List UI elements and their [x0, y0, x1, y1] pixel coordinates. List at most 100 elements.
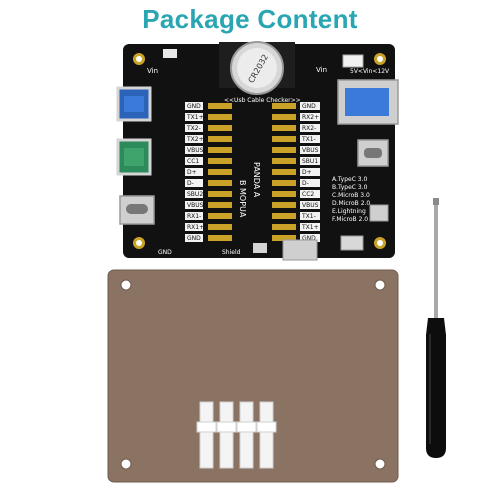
pin-pad-right: [300, 135, 320, 143]
led-pad: [272, 147, 296, 153]
pin-label-right: D+: [302, 169, 312, 176]
led-pad: [208, 147, 232, 153]
pin-pad-right: [300, 113, 320, 121]
led-pad: [272, 169, 296, 175]
pin-label-right: RX2-: [302, 125, 316, 132]
pin-label-left: SBU2: [187, 191, 203, 198]
led-column-left: [208, 103, 232, 241]
pin-pad-left: [185, 157, 203, 165]
bottom-shield-label: Shield: [222, 249, 241, 256]
pin-label-left: D+: [187, 169, 197, 176]
coin-battery: CR2032: [219, 41, 295, 95]
pin-label-right: TX1+: [301, 224, 319, 231]
led-pad: [272, 202, 296, 208]
led-pad: [208, 103, 232, 109]
pin-label-right: GND: [302, 103, 316, 110]
led-pad: [208, 191, 232, 197]
led-pad: [208, 114, 232, 120]
usb-port-right-mid: [357, 139, 389, 167]
led-pad: [272, 224, 296, 230]
pin-pad-left: [185, 234, 203, 242]
pin-label-left: TX1+: [186, 114, 204, 121]
pin-pad-right: [300, 212, 320, 220]
pin-pad-right: [300, 190, 320, 198]
led-pad: [272, 103, 296, 109]
pcb-board: CR2032 Vin Vin 5V<Vin<12V <<Usb Cable Ch…: [116, 41, 399, 261]
acrylic-base-plate: [107, 269, 399, 483]
pin-pad-left: [185, 223, 203, 231]
screwdriver: [426, 198, 446, 458]
legend-item: D.MicroB 2.0: [332, 200, 370, 207]
led-pad: [208, 202, 232, 208]
pin-label-right: D-: [302, 180, 309, 187]
pin-label-right: VBUS: [302, 147, 319, 154]
led-pad: [272, 158, 296, 164]
pin-label-right: GND: [302, 235, 316, 242]
pin-label-left: D-: [187, 180, 194, 187]
checker-label: <<Usb Cable Checker>>: [224, 97, 301, 104]
pin-label-left: VBUS: [187, 147, 204, 154]
led-pad: [272, 191, 296, 197]
led-pad: [272, 125, 296, 131]
side-b-label: B MOPUA: [238, 180, 247, 218]
pin-label-left: VBUS: [187, 202, 204, 209]
led-pad: [208, 136, 232, 142]
led-pad: [272, 180, 296, 186]
led-pad: [208, 235, 232, 241]
usb-port-c-left: [119, 195, 155, 225]
page-title: Package Content: [142, 4, 358, 34]
pin-pad-left: [185, 135, 203, 143]
nylon-standoffs: [196, 401, 277, 469]
legend-item: C.MicroB 3.0: [332, 192, 370, 199]
pin-pad-right: [300, 234, 320, 242]
led-pad: [208, 213, 232, 219]
pin-label-right: CC2: [302, 191, 314, 198]
pin-pad-right: [300, 102, 320, 110]
pin-label-right: SBU1: [302, 158, 318, 165]
led-pad: [208, 169, 232, 175]
pin-pad-right: [300, 157, 320, 165]
pin-label-right: TX1-: [301, 213, 316, 220]
pin-pad-left: [185, 102, 203, 110]
vin-label-right: Vin: [316, 66, 327, 74]
vin-label-left: Vin: [147, 67, 158, 75]
voltage-label: 5V<Vin<12V: [350, 68, 390, 75]
pin-pad-right: [300, 223, 320, 231]
pin-label-left: RX1+: [187, 224, 204, 231]
pin-pad-left: [185, 113, 203, 121]
led-pad: [208, 158, 232, 164]
pin-pad-right: [300, 179, 320, 187]
pin-pad-right: [300, 201, 320, 209]
connector-legend: A.TypeC 3.0B.TypeC 3.0C.MicroB 3.0D.Micr…: [332, 176, 370, 223]
pin-pad-left: [185, 124, 203, 132]
pin-label-right: VBUS: [302, 202, 319, 209]
usb-port-right-small: [369, 204, 389, 222]
pin-column-right: GNDRX2+RX2-TX1-VBUSSBU1D+D-CC2VBUSTX1-TX…: [300, 102, 320, 242]
pin-label-left: GND: [187, 235, 201, 242]
pin-pad-right: [300, 168, 320, 176]
bottom-connectors: [253, 235, 364, 261]
led-pad: [272, 213, 296, 219]
legend-item: F.MicroB 2.0: [332, 216, 368, 223]
usb-port-b-left: [116, 138, 152, 176]
side-a-label: PANDA A: [252, 162, 261, 198]
pin-label-left: CC1: [187, 158, 199, 165]
pin-pad-right: [300, 124, 320, 132]
led-pad: [208, 125, 232, 131]
led-pad: [208, 180, 232, 186]
legend-item: E.Lightning: [332, 208, 366, 215]
pin-label-right: RX2+: [302, 114, 319, 121]
pin-pad-left: [185, 146, 203, 154]
led-pad: [272, 114, 296, 120]
pin-label-left: GND: [187, 103, 201, 110]
usb-port-a-left: [116, 86, 152, 122]
pin-column-left: GNDTX1+TX2-TX2+VBUSCC1D+D-SBU2VBUSRX1-RX…: [185, 102, 204, 242]
led-pad: [272, 235, 296, 241]
led-pad: [272, 136, 296, 142]
pin-label-left: TX2+: [186, 136, 204, 143]
legend-item: A.TypeC 3.0: [332, 176, 368, 183]
pin-pad-left: [185, 201, 203, 209]
pin-label-left: RX1-: [187, 213, 201, 220]
pin-pad-left: [185, 212, 203, 220]
